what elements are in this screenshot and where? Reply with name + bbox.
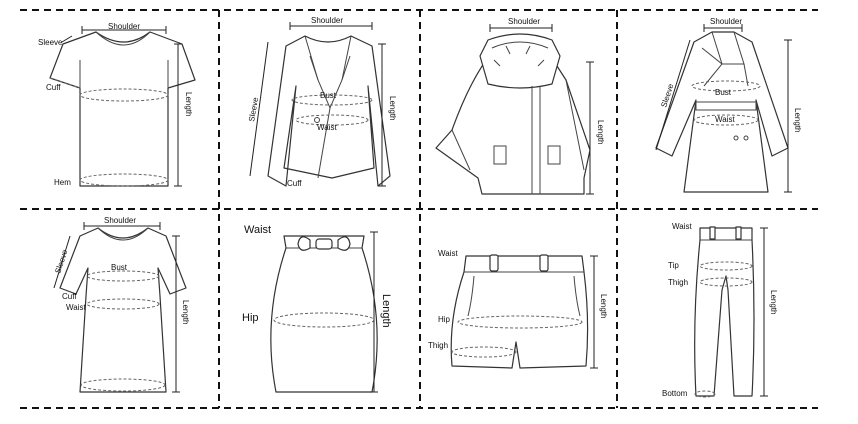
panel-shorts: Waist Hip Thigh Length <box>428 249 608 369</box>
panel-skirt: Waist Hip Length <box>242 224 392 393</box>
blazer-drawing <box>267 35 391 187</box>
blazer-length-label: Length <box>388 96 397 120</box>
coat-rulers <box>655 24 792 193</box>
shorts-thigh-label: Thigh <box>428 341 448 350</box>
tshirt-cuff-label: Cuff <box>46 83 61 92</box>
dress-waist-label: Waist <box>66 303 86 312</box>
skirt-drawing <box>270 235 378 393</box>
blazer-cuff-label: Cuff <box>287 179 302 188</box>
panel-dress: Shoulder Bust Cuff Waist Sleeve Length <box>53 216 190 393</box>
panel-blazer: Shoulder Bust Waist Cuff Sleeve Length <box>247 16 397 188</box>
cape-rulers <box>489 24 594 195</box>
pants-tip-label: Tip <box>668 261 679 270</box>
tshirt-sleeve-label: Sleeve <box>38 38 63 47</box>
dress-bust-label: Bust <box>111 263 128 272</box>
tshirt-rulers <box>61 26 182 187</box>
pants-drawing <box>694 226 755 398</box>
coat-shoulder-label: Shoulder <box>710 17 742 26</box>
blazer-sleeve-label: Sleeve <box>247 96 260 122</box>
panel-cape: Shoulder Length <box>435 17 605 195</box>
shorts-length-label: Length <box>599 294 608 318</box>
pants-rulers <box>760 227 768 397</box>
cape-shoulder-label: Shoulder <box>508 17 540 26</box>
pants-bottom-label: Bottom <box>662 389 688 398</box>
coat-length-label: Length <box>793 108 802 132</box>
pants-waist-label: Waist <box>672 222 692 231</box>
skirt-length-label: Length <box>380 294 392 328</box>
tshirt-hem-label: Hem <box>54 178 71 187</box>
pants-length-label: Length <box>769 290 778 314</box>
coat-drawing <box>655 31 789 193</box>
cape-length-label: Length <box>596 120 605 144</box>
dress-rulers <box>53 222 180 393</box>
blazer-rulers <box>249 22 386 187</box>
panel-pants: Waist Tip Thigh Bottom Length <box>662 222 778 398</box>
shorts-hip-label: Hip <box>438 315 451 324</box>
skirt-hip-label: Hip <box>242 312 259 324</box>
blazer-bust-label: Bust <box>320 91 337 100</box>
tshirt-shoulder-label: Shoulder <box>108 22 140 31</box>
shorts-rulers <box>590 255 598 369</box>
blazer-shoulder-label: Shoulder <box>311 16 343 25</box>
tshirt-drawing <box>49 31 196 187</box>
dress-shoulder-label: Shoulder <box>104 216 136 225</box>
dress-length-label: Length <box>181 300 190 324</box>
blazer-waist-label: Waist <box>317 123 337 132</box>
panel-coat: Shoulder Bust Waist Sleeve Length <box>655 17 802 193</box>
coat-bust-label: Bust <box>715 88 732 97</box>
dress-drawing <box>59 227 187 393</box>
panel-tshirt: Shoulder Sleeve Cuff Hem Length <box>38 22 196 187</box>
dress-cuff-label: Cuff <box>62 292 77 301</box>
grid-lines <box>20 9 818 409</box>
shorts-waist-label: Waist <box>438 249 458 258</box>
coat-waist-label: Waist <box>715 115 735 124</box>
shorts-drawing <box>450 254 589 369</box>
skirt-rulers <box>370 231 378 393</box>
pants-thigh-label: Thigh <box>668 278 688 287</box>
skirt-waist-label: Waist <box>244 224 271 236</box>
cape-drawing <box>435 33 591 195</box>
tshirt-length-label: Length <box>184 92 193 116</box>
